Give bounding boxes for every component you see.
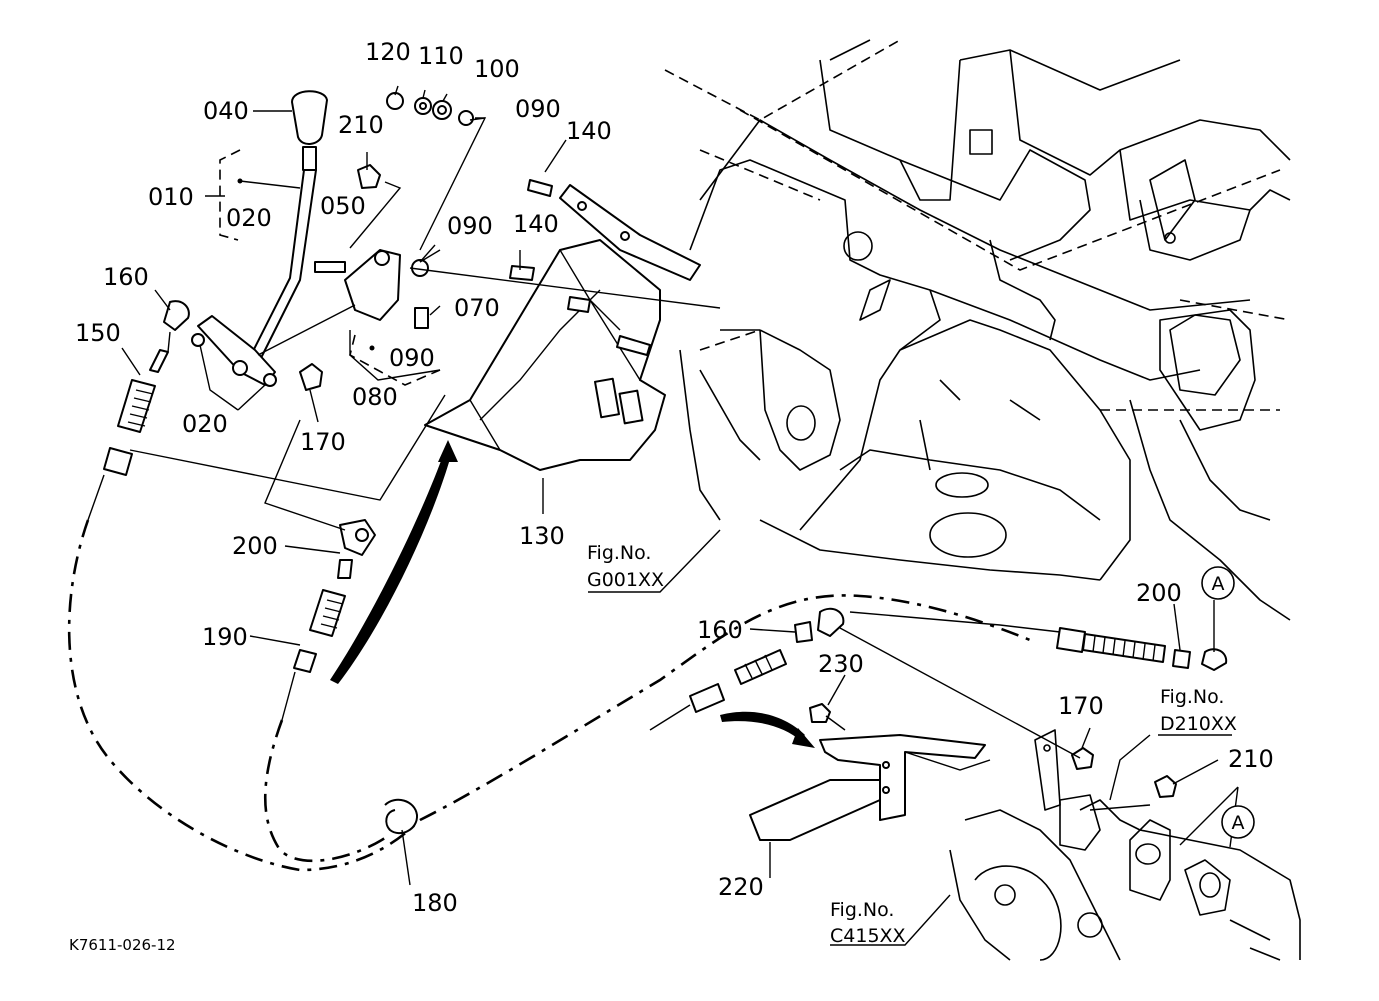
callout-200-left: 200 bbox=[232, 532, 278, 560]
callout-050: 050 bbox=[320, 192, 366, 220]
callout-140-top: 140 bbox=[566, 117, 612, 145]
callout-220: 220 bbox=[718, 873, 764, 901]
drawing-code: K7611-026-12 bbox=[69, 936, 176, 954]
cable-clamp bbox=[384, 798, 419, 835]
callout-090-low: 090 bbox=[389, 344, 435, 372]
callout-090-mid: 090 bbox=[447, 212, 493, 240]
nut-170-right bbox=[1071, 747, 1094, 770]
cable-route-main bbox=[67, 519, 421, 872]
marker-a-top: A bbox=[1201, 566, 1235, 600]
callout-170-right: 170 bbox=[1058, 692, 1104, 720]
ref-g001-code: G001XX bbox=[587, 569, 664, 591]
group-brackets bbox=[205, 149, 441, 386]
pedal-bracket bbox=[424, 179, 701, 471]
callout-020-low: 020 bbox=[182, 410, 228, 438]
svg-text:A: A bbox=[1232, 812, 1245, 834]
callout-020-top: 020 bbox=[226, 204, 272, 232]
callout-080: 080 bbox=[352, 383, 398, 411]
callout-160-left: 160 bbox=[103, 263, 149, 291]
callout-200-right: 200 bbox=[1136, 579, 1182, 607]
hardware-stack bbox=[314, 92, 474, 329]
callout-210-right: 210 bbox=[1228, 745, 1274, 773]
figure-references: Fig.No. G001XX Fig.No. D210XX Fig.No. C4… bbox=[587, 542, 1237, 947]
tractor-frame bbox=[664, 39, 1291, 621]
ref-c415-code: C415XX bbox=[830, 925, 906, 947]
callout-110: 110 bbox=[418, 42, 464, 70]
ref-d210-code: D210XX bbox=[1160, 713, 1237, 735]
lower-cable-190 bbox=[281, 519, 376, 721]
ref-d210-title: Fig.No. bbox=[1160, 686, 1224, 708]
marker-a-bottom: A bbox=[1221, 805, 1255, 839]
callout-120: 120 bbox=[365, 38, 411, 66]
callout-010: 010 bbox=[148, 183, 194, 211]
right-cable-160 bbox=[649, 607, 845, 731]
callout-190: 190 bbox=[202, 623, 248, 651]
transmission-housing bbox=[949, 729, 1301, 961]
motion-arrows bbox=[330, 440, 815, 748]
leader-lines bbox=[121, 85, 1239, 946]
callout-090-top: 090 bbox=[515, 95, 561, 123]
svg-text:A: A bbox=[1212, 573, 1225, 595]
callout-180: 180 bbox=[412, 889, 458, 917]
right-cable-200 bbox=[849, 611, 1228, 671]
upper-cable-150 bbox=[87, 300, 190, 521]
callout-130: 130 bbox=[519, 522, 565, 550]
callout-210-left: 210 bbox=[338, 111, 384, 139]
callout-040: 040 bbox=[203, 97, 249, 125]
cable-route-lower bbox=[263, 719, 386, 863]
cable-route-right bbox=[419, 594, 1031, 822]
callout-labels: 040 010 020 120 110 100 090 210 140 050 … bbox=[75, 38, 1274, 917]
ref-c415-title: Fig.No. bbox=[830, 899, 894, 921]
shift-lever bbox=[191, 90, 328, 391]
ref-g001-title: Fig.No. bbox=[587, 542, 651, 564]
callout-230: 230 bbox=[818, 650, 864, 678]
nut-210-right bbox=[1154, 775, 1177, 798]
callout-140-mid: 140 bbox=[513, 210, 559, 238]
callout-170-left: 170 bbox=[300, 428, 346, 456]
callout-150: 150 bbox=[75, 319, 121, 347]
callout-100: 100 bbox=[474, 55, 520, 83]
callout-070: 070 bbox=[454, 294, 500, 322]
cable-bracket bbox=[749, 703, 991, 841]
callout-160-right: 160 bbox=[697, 616, 743, 644]
